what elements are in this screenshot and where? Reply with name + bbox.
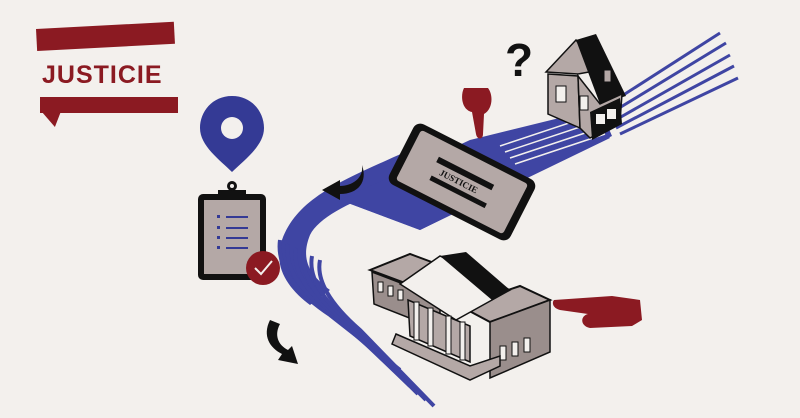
house-icon [544,34,626,140]
courthouse-icon [367,252,553,381]
location-pin-icon [200,96,264,172]
curved-arrow-down-icon [266,320,298,364]
logo-wordmark: JUSTICIE [42,61,163,89]
justicie-logo: JUSTICIE [36,21,180,131]
curved-arrow-left-icon [322,165,364,200]
question-mark: ? [505,34,533,86]
smartphone-icon: JUSTICIE [388,123,536,241]
logo-bottom-bar [40,97,178,113]
logo-speech-tail [41,111,67,127]
hand-pointing-left-icon [552,296,642,328]
checkmark-badge-icon [246,251,280,285]
logo-top-bar [36,21,175,51]
hand-pointing-down-icon [462,88,492,139]
